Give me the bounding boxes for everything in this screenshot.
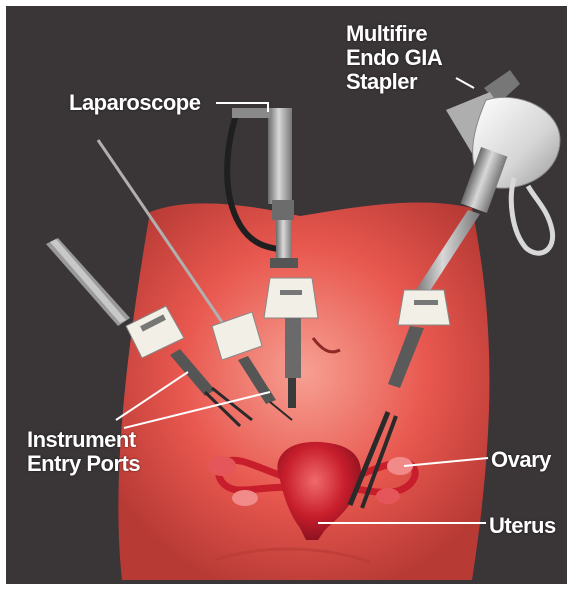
label-laparoscope: Laparoscope bbox=[69, 91, 200, 115]
label-ovary: Ovary bbox=[491, 448, 551, 472]
label-ports-line-2: Entry Ports bbox=[27, 452, 140, 476]
label-stapler-line-2: Endo GIA bbox=[346, 46, 442, 70]
label-uterus: Uterus bbox=[489, 514, 556, 538]
label-stapler: Multifire Endo GIA Stapler bbox=[346, 22, 442, 94]
label-instrument-entry-ports: Instrument Entry Ports bbox=[27, 428, 140, 476]
left-ovary bbox=[232, 490, 258, 506]
label-stapler-line-3: Stapler bbox=[346, 70, 442, 94]
label-ports-line-1: Instrument bbox=[27, 428, 140, 452]
label-stapler-line-1: Multifire bbox=[346, 22, 442, 46]
